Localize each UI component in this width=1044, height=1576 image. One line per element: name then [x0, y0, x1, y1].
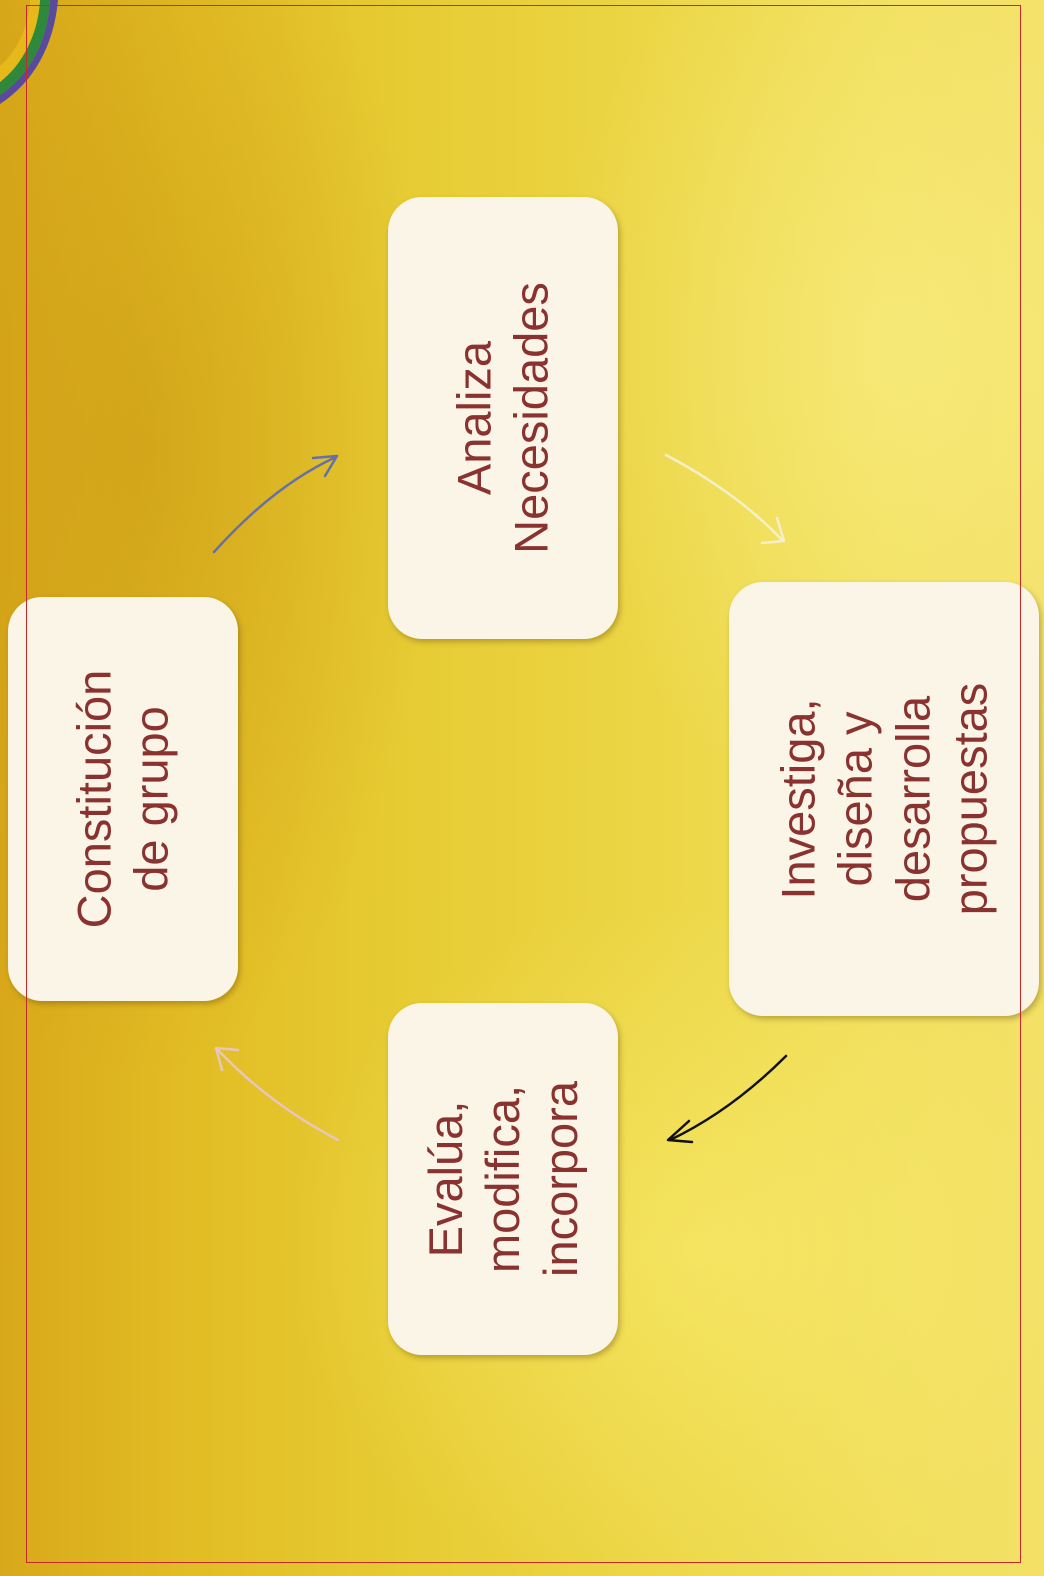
- arrow-investiga-to-evalua: [666, 1054, 788, 1144]
- step-box-investiga: Investiga, diseña y desarrolla propuesta…: [729, 582, 1039, 1016]
- step-box-evalua: Evalúa, modifica, incorpora: [388, 1003, 618, 1355]
- step-label-analiza: Analiza Necesidades: [446, 282, 561, 554]
- step-label-line: incorpora: [533, 1081, 587, 1277]
- arrow-constitucion-to-analiza: [212, 454, 339, 554]
- step-label-line: desarrolla: [886, 695, 939, 903]
- step-label-line: Investiga,: [771, 698, 825, 900]
- step-label-line: diseña y: [828, 711, 882, 887]
- arrow-analiza-to-investiga: [664, 453, 786, 545]
- step-label-line: propuestas: [943, 682, 997, 916]
- step-label-line: modifica,: [476, 1084, 530, 1274]
- step-box-constitucion: Constitución de grupo: [8, 597, 238, 1001]
- step-box-analiza: Analiza Necesidades: [388, 197, 618, 639]
- step-label-line: Necesidades: [505, 282, 558, 554]
- step-label-line: Constitución: [67, 669, 121, 929]
- step-label-line: Analiza: [447, 340, 501, 496]
- arrow-evalua-to-constitucion: [214, 1046, 340, 1142]
- corner-logo-icon: [0, 0, 58, 104]
- step-label-evalua: Evalúa, modifica, incorpora: [417, 1081, 589, 1277]
- step-label-investiga: Investiga, diseña y desarrolla propuesta…: [769, 683, 998, 916]
- step-label-line: de grupo: [125, 706, 178, 892]
- step-label-line: Evalúa,: [419, 1100, 473, 1258]
- step-label-constitucion: Constitución de grupo: [66, 670, 181, 929]
